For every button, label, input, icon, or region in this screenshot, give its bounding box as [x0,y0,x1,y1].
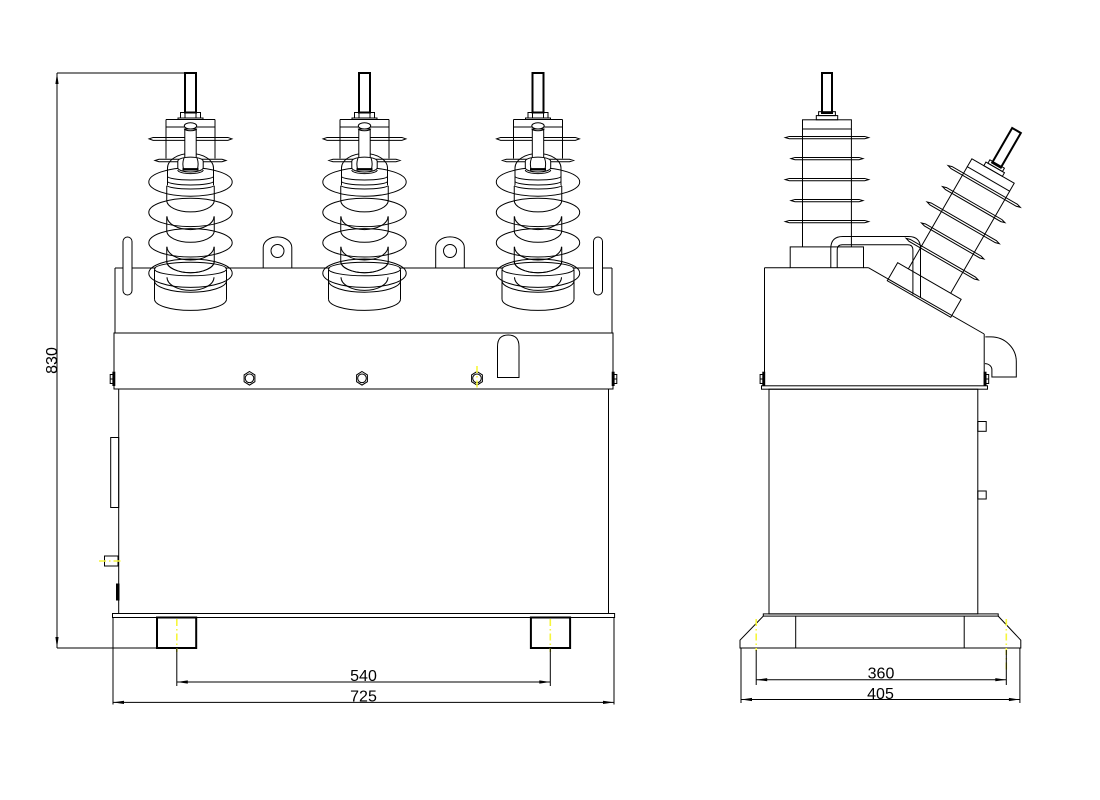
svg-text:725: 725 [350,688,377,705]
svg-text:405: 405 [867,686,894,703]
svg-text:830: 830 [44,347,61,374]
svg-text:540: 540 [350,668,377,685]
svg-text:360: 360 [868,666,895,683]
